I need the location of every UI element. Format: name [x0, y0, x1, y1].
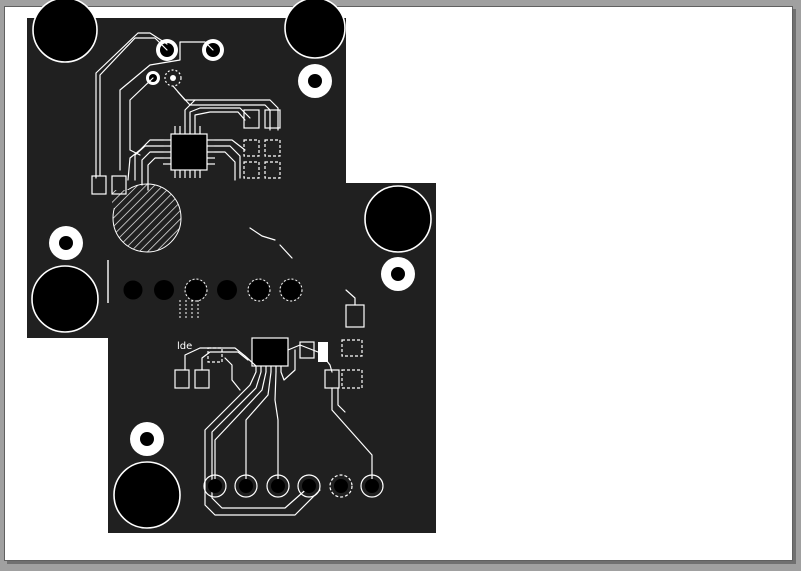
copper-pour — [112, 183, 182, 253]
header-pads-bottom — [203, 474, 384, 498]
mounting-hole — [113, 461, 181, 529]
lower-ic — [251, 337, 289, 372]
mounting-hole — [284, 0, 346, 59]
mounting-holes — [31, 0, 432, 529]
upper-smd-pads — [91, 109, 281, 195]
mounting-hole — [31, 265, 99, 333]
mounting-hole — [32, 0, 98, 63]
upper-traces — [95, 32, 279, 191]
upper-ic — [163, 126, 215, 178]
middle-header — [107, 227, 303, 320]
lower-traces — [184, 289, 373, 516]
mounting-hole — [364, 185, 432, 253]
silkscreen-label: lde — [177, 341, 192, 352]
